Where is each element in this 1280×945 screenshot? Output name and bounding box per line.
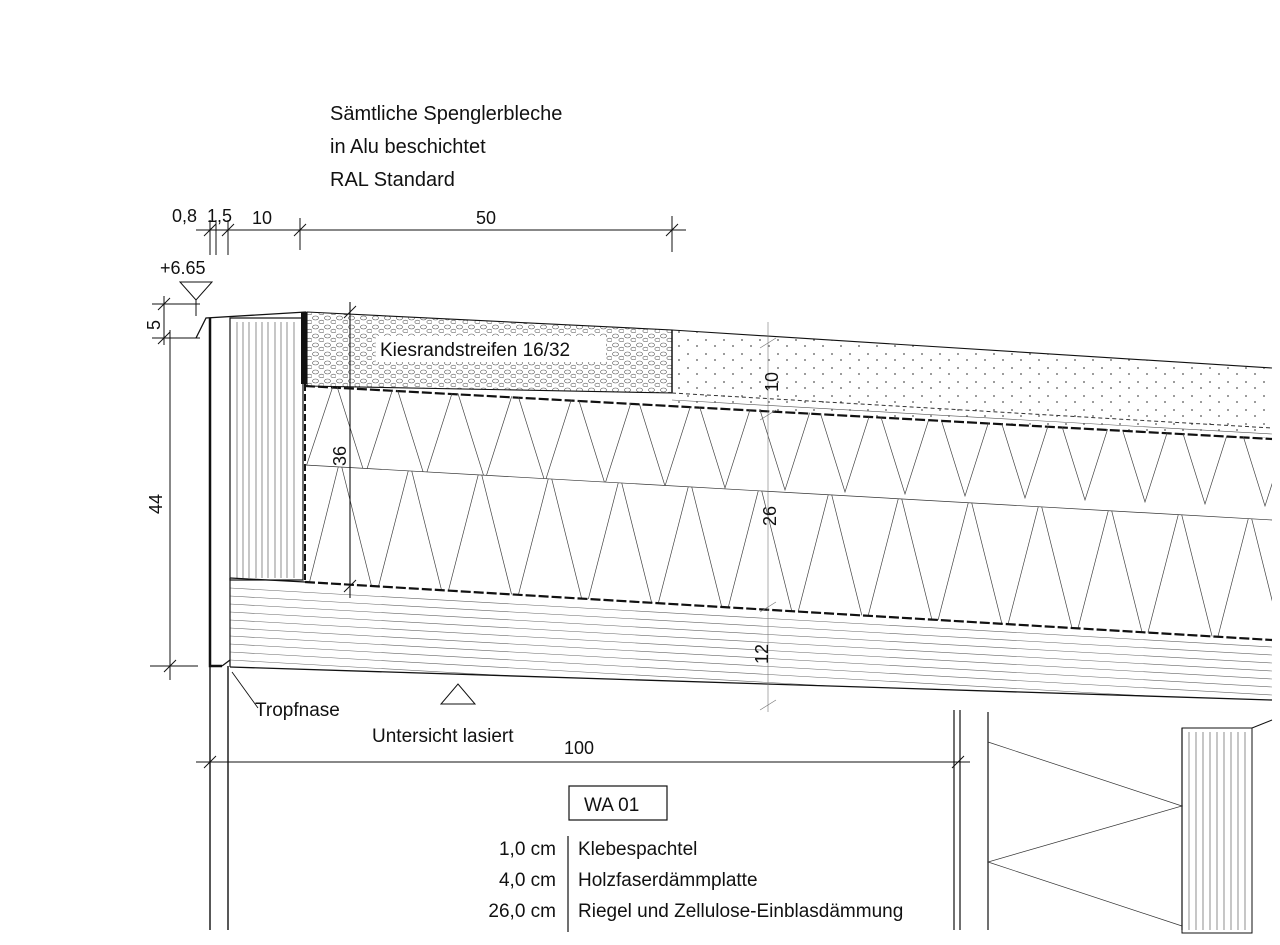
legend-row-3-thickness: 26,0 cm	[488, 901, 556, 922]
insulation-lower-layer	[305, 465, 1272, 640]
wall-structure-below	[953, 710, 1273, 934]
dim-36: 36	[330, 446, 350, 466]
legend-row-3-material: Riegel und Zellulose-Einblasdämmung	[578, 901, 903, 922]
legend-row-2-thickness: 4,0 cm	[499, 870, 556, 891]
legend-row-2-material: Holzfaserdämmplatte	[578, 870, 758, 891]
vapour-barrier	[304, 580, 1273, 642]
right-dimension-chain	[759, 322, 777, 712]
left-dimension-44	[150, 330, 198, 680]
legend-code-box	[568, 785, 668, 821]
dim-44: 44	[146, 494, 166, 514]
dim-100: 100	[564, 738, 594, 758]
dim-10-top: 10	[252, 208, 272, 228]
dim-26: 26	[760, 506, 780, 526]
legend-row-1-material: Klebespachtel	[578, 839, 697, 860]
left-dimension-5	[152, 296, 200, 345]
gravel-label: Kiesrandstreifen 16/32	[380, 340, 570, 361]
legend-code: WA 01	[584, 795, 639, 816]
dim-5: 5	[144, 320, 164, 330]
roof-membrane	[304, 384, 1273, 441]
layer-legend: WA 01 1,0 cm Klebespachtel 4,0 cm Holzfa…	[488, 785, 903, 932]
top-dimension-chain	[196, 216, 686, 255]
roof-deck-board	[229, 578, 1273, 701]
note-line-1: Sämtliche Spenglerbleche	[330, 103, 562, 125]
edge-timber-block	[229, 312, 307, 581]
soffit-label: Untersicht lasiert	[372, 726, 514, 747]
soffit-marker-icon	[439, 683, 477, 705]
note-line-2: in Alu beschichtet	[330, 136, 486, 158]
legend-row-1-thickness: 1,0 cm	[499, 839, 556, 860]
dim-0-8: 0,8	[172, 206, 197, 226]
insulation-upper-layer	[304, 385, 1273, 521]
drip-leader-line	[231, 671, 259, 709]
dim-10-gravel: 10	[762, 372, 782, 392]
level-triangle-icon	[178, 281, 214, 316]
note-line-3: RAL Standard	[330, 169, 455, 191]
dim-50: 50	[476, 208, 496, 228]
drip-label: Tropfnase	[255, 700, 340, 721]
drip-flashing	[195, 311, 307, 930]
dim-1-5: 1,5	[207, 206, 232, 226]
level-value: +6.65	[160, 258, 206, 278]
dim-12: 12	[752, 644, 772, 664]
dimension-36	[343, 302, 357, 598]
